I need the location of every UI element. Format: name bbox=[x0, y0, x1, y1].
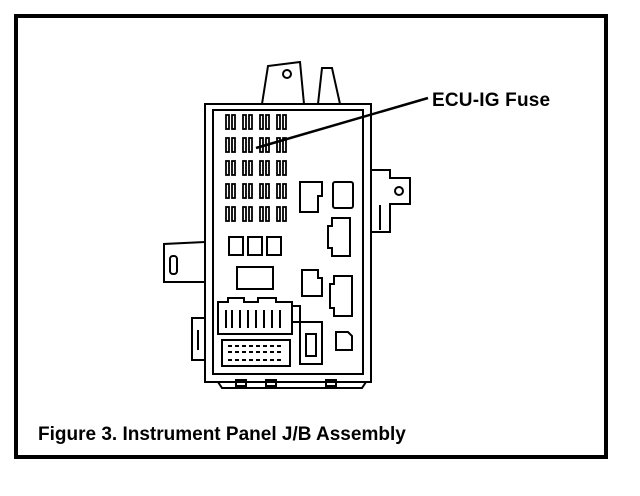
housing-feet bbox=[235, 379, 337, 387]
right-mid-connector bbox=[329, 275, 353, 317]
fuse-grid bbox=[225, 114, 287, 222]
middle-relay-block bbox=[236, 266, 274, 290]
bottom-connector bbox=[221, 339, 291, 367]
lower-wide-connector bbox=[217, 297, 301, 335]
callout-leader bbox=[255, 96, 429, 150]
small-connector bbox=[301, 269, 323, 297]
relay-sockets bbox=[228, 236, 282, 256]
figure-frame bbox=[14, 14, 608, 459]
left-mounting-tab bbox=[163, 241, 206, 283]
right-mounting-tab bbox=[371, 169, 411, 233]
left-lower-bracket bbox=[191, 317, 205, 361]
figure-caption: Figure 3. Instrument Panel J/B Assembly bbox=[38, 424, 406, 445]
bottom-right-connectors bbox=[299, 321, 353, 365]
ecu-ig-fuse-label: ECU-IG Fuse bbox=[432, 90, 551, 111]
right-upper-connectors bbox=[299, 181, 354, 257]
top-mounting-tab bbox=[261, 60, 341, 105]
